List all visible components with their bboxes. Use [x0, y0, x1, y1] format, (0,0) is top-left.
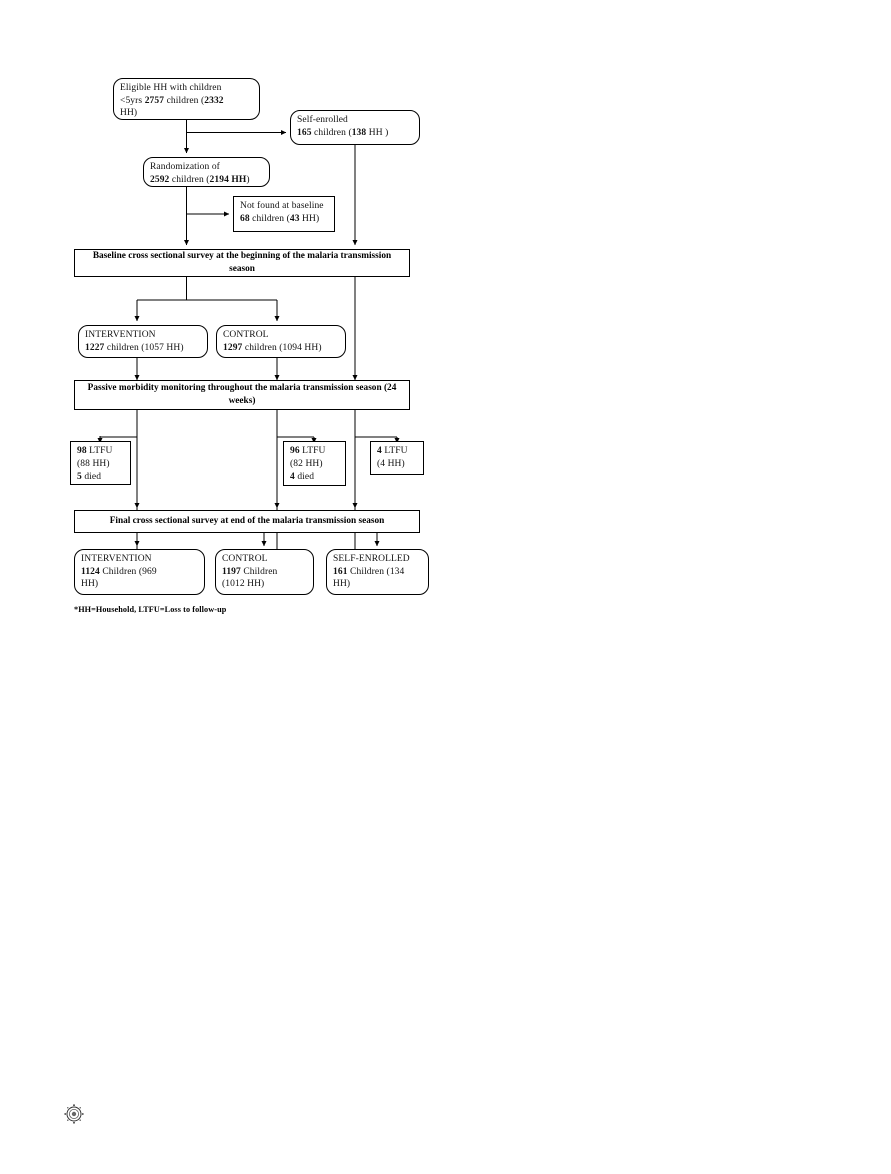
final-survey-text: Final cross sectional survey at end of t…: [109, 516, 385, 526]
eligible-line-3: HH): [120, 108, 138, 118]
self-enrolled-children-count: 165: [297, 127, 312, 138]
final-intervention-label: INTERVENTION: [81, 554, 152, 564]
randomization-children-count: 2592: [150, 174, 170, 185]
node-baseline-survey[interactable]: Baseline cross sectional survey at the b…: [74, 249, 410, 277]
ltfu-control-line-3: 4 died: [290, 472, 315, 482]
ltfu-self-enrolled-line-2: (4 HH): [377, 459, 405, 469]
eligible-hh-count: 2332: [204, 95, 224, 106]
node-ltfu-self-enrolled[interactable]: 4 LTFU (4 HH): [370, 441, 424, 475]
ltfu-control-count: 96: [290, 446, 300, 456]
node-eligible-households[interactable]: Eligible HH with children <5yrs 2757 chi…: [113, 78, 260, 120]
intervention-arm-label: INTERVENTION: [85, 330, 156, 340]
control-arm-counts: 1297 children (1094 HH): [223, 342, 322, 353]
eligible-line-1: Eligible HH with children: [120, 83, 222, 93]
node-control-arm[interactable]: CONTROL 1297 children (1094 HH): [216, 325, 346, 358]
ltfu-intervention-line-3: 5 died: [77, 472, 102, 482]
node-ltfu-control[interactable]: 96 LTFU (82 HH) 4 died: [283, 441, 346, 486]
final-control-children-count: 1197: [222, 566, 241, 577]
final-intervention-line-3: HH): [81, 579, 99, 589]
randomization-hh-count: 2194 HH: [209, 174, 247, 185]
ltfu-control-line-2: (82 HH): [290, 459, 323, 469]
eligible-children-count: 2757: [144, 95, 165, 106]
baseline-survey-text: Baseline cross sectional survey at the b…: [92, 251, 392, 274]
final-intervention-line-2: 1124 Children (969: [81, 566, 157, 577]
final-self-enrolled-label: SELF-ENROLLED: [333, 554, 410, 564]
node-final-self-enrolled[interactable]: SELF-ENROLLED 161 Children (134 HH): [326, 549, 429, 595]
ltfu-intervention-line-2: (88 HH): [77, 459, 110, 469]
final-control-label: CONTROL: [222, 554, 268, 564]
intervention-arm-children-count: 1227: [85, 342, 105, 353]
passive-monitoring-text: Passive morbidity monitoring throughout …: [87, 383, 397, 406]
node-not-found-at-baseline[interactable]: Not found at baseline 68 children (43 HH…: [233, 196, 335, 232]
randomization-line-1: Randomization of: [150, 162, 220, 172]
node-final-intervention[interactable]: INTERVENTION 1124 Children (969 HH): [74, 549, 205, 595]
footnote-abbreviations: *HH=Household, LTFU=Loss to follow-up: [74, 605, 227, 614]
self-enrolled-hh-count: 138: [351, 127, 367, 138]
intervention-arm-counts: 1227 children (1057 HH): [85, 342, 184, 353]
node-intervention-arm[interactable]: INTERVENTION 1227 children (1057 HH): [78, 325, 208, 358]
final-control-line-2: 1197 Children: [222, 566, 278, 577]
node-randomization[interactable]: Randomization of 2592 children (2194 HH): [143, 157, 270, 187]
final-self-enrolled-line-3: HH): [333, 579, 351, 589]
final-self-enrolled-children-count: 161: [333, 566, 348, 577]
ltfu-self-enrolled-line-1: 4 LTFU: [377, 446, 408, 456]
not-found-line-1: Not found at baseline: [240, 201, 324, 211]
not-found-children-count: 68: [240, 213, 250, 224]
randomization-line-2: 2592 children (2194 HH): [150, 174, 250, 185]
self-enrolled-line-1: Self-enrolled: [297, 115, 348, 125]
node-ltfu-intervention[interactable]: 98 LTFU (88 HH) 5 died: [70, 441, 131, 485]
ltfu-self-enrolled-count: 4: [377, 446, 382, 456]
final-self-enrolled-line-2: 161 Children (134: [333, 566, 405, 577]
control-arm-children-count: 1297: [223, 342, 243, 353]
not-found-line-2: 68 children (43 HH): [240, 213, 320, 224]
node-passive-monitoring[interactable]: Passive morbidity monitoring throughout …: [74, 380, 410, 410]
not-found-hh-count: 43: [289, 213, 300, 224]
ltfu-control-died-count: 4: [290, 472, 295, 482]
ltfu-control-line-1: 96 LTFU: [290, 446, 326, 456]
node-final-survey[interactable]: Final cross sectional survey at end of t…: [74, 510, 420, 533]
node-final-control[interactable]: CONTROL 1197 Children (1012 HH): [215, 549, 314, 595]
ltfu-intervention-died-count: 5: [77, 472, 82, 482]
eligible-line-2: <5yrs 2757 children (2332: [120, 95, 224, 106]
node-self-enrolled[interactable]: Self-enrolled 165 children (138 HH ): [290, 110, 420, 145]
seal-stamp-icon: [64, 1104, 84, 1124]
final-control-line-3: (1012 HH): [222, 579, 265, 589]
final-intervention-children-count: 1124: [81, 566, 100, 577]
ltfu-intervention-line-1: 98 LTFU: [77, 446, 113, 456]
control-arm-label: CONTROL: [223, 330, 269, 340]
ltfu-intervention-count: 98: [77, 446, 87, 456]
self-enrolled-line-2: 165 children (138 HH ): [297, 127, 389, 138]
